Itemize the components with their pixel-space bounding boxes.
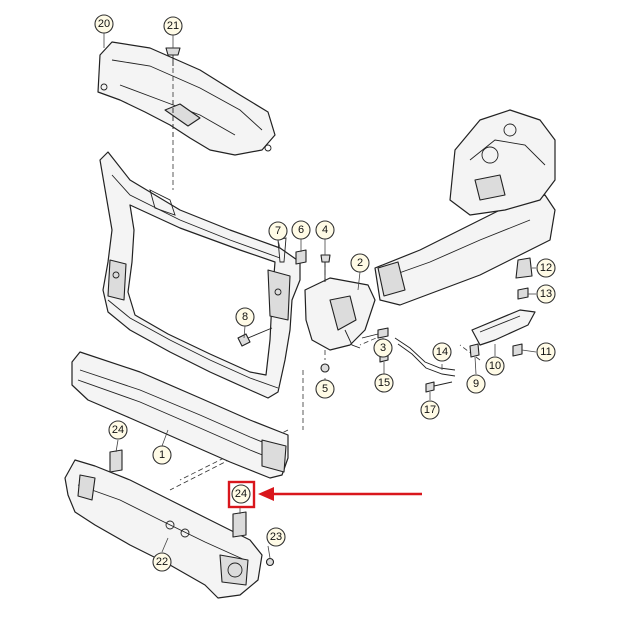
svg-text:1: 1	[159, 449, 165, 461]
svg-text:14: 14	[436, 346, 448, 358]
bumper-reinforcement-bar	[71, 351, 289, 479]
svg-text:3: 3	[380, 342, 386, 354]
svg-text:23: 23	[270, 531, 282, 543]
svg-text:12: 12	[540, 262, 552, 274]
mounting-bracket-10	[471, 309, 536, 346]
svg-text:2: 2	[357, 257, 363, 269]
svg-text:17: 17	[424, 404, 436, 416]
pad-part-24-lower	[232, 511, 247, 538]
callout-23: 23	[266, 527, 286, 547]
svg-text:20: 20	[98, 18, 110, 30]
svg-text:10: 10	[489, 360, 501, 372]
callout-2: 2	[350, 253, 370, 273]
callout-11: 11	[536, 342, 556, 362]
callout-22: 22	[152, 552, 172, 572]
callout-14: 14	[432, 342, 452, 362]
svg-text:24: 24	[112, 424, 124, 436]
callout-15: 15	[374, 373, 394, 393]
svg-text:8: 8	[242, 311, 248, 323]
highlight-arrow	[258, 487, 422, 501]
lower-carrier	[64, 459, 263, 599]
callout-7: 7	[268, 221, 288, 241]
svg-text:5: 5	[322, 383, 328, 395]
callout-9: 9	[466, 374, 486, 394]
callout-17: 17	[420, 400, 440, 420]
callout-6: 6	[291, 220, 311, 240]
svg-text:13: 13	[540, 288, 552, 300]
callout-10: 10	[485, 356, 505, 376]
callout-1: 1	[152, 445, 172, 465]
svg-text:22: 22	[156, 556, 168, 568]
callout-5: 5	[315, 379, 335, 399]
callout-4: 4	[315, 220, 335, 240]
callout-20: 20	[94, 14, 114, 34]
callout-3: 3	[373, 338, 393, 358]
lock-carrier-bracket	[304, 277, 376, 351]
longitudinal-member	[374, 109, 556, 306]
svg-text:9: 9	[473, 378, 479, 390]
radiator-support-carrier	[99, 151, 301, 399]
svg-text:24: 24	[235, 488, 247, 500]
pad-part-24-upper	[109, 449, 123, 473]
callout-24-highlighted[interactable]: 24	[227, 480, 256, 509]
fasteners	[237, 237, 533, 567]
svg-text:4: 4	[322, 224, 328, 236]
clip-part-21	[165, 47, 181, 66]
callout-13: 13	[536, 284, 556, 304]
svg-text:7: 7	[275, 225, 281, 237]
svg-text:6: 6	[298, 224, 304, 236]
callout-24-upper: 24	[108, 420, 128, 440]
svg-text:21: 21	[167, 20, 179, 32]
svg-text:11: 11	[540, 346, 551, 358]
upper-cover-panel	[97, 41, 276, 156]
svg-text:15: 15	[378, 377, 390, 389]
callout-12: 12	[536, 258, 556, 278]
callout-21: 21	[163, 16, 183, 36]
callout-8: 8	[235, 307, 255, 327]
